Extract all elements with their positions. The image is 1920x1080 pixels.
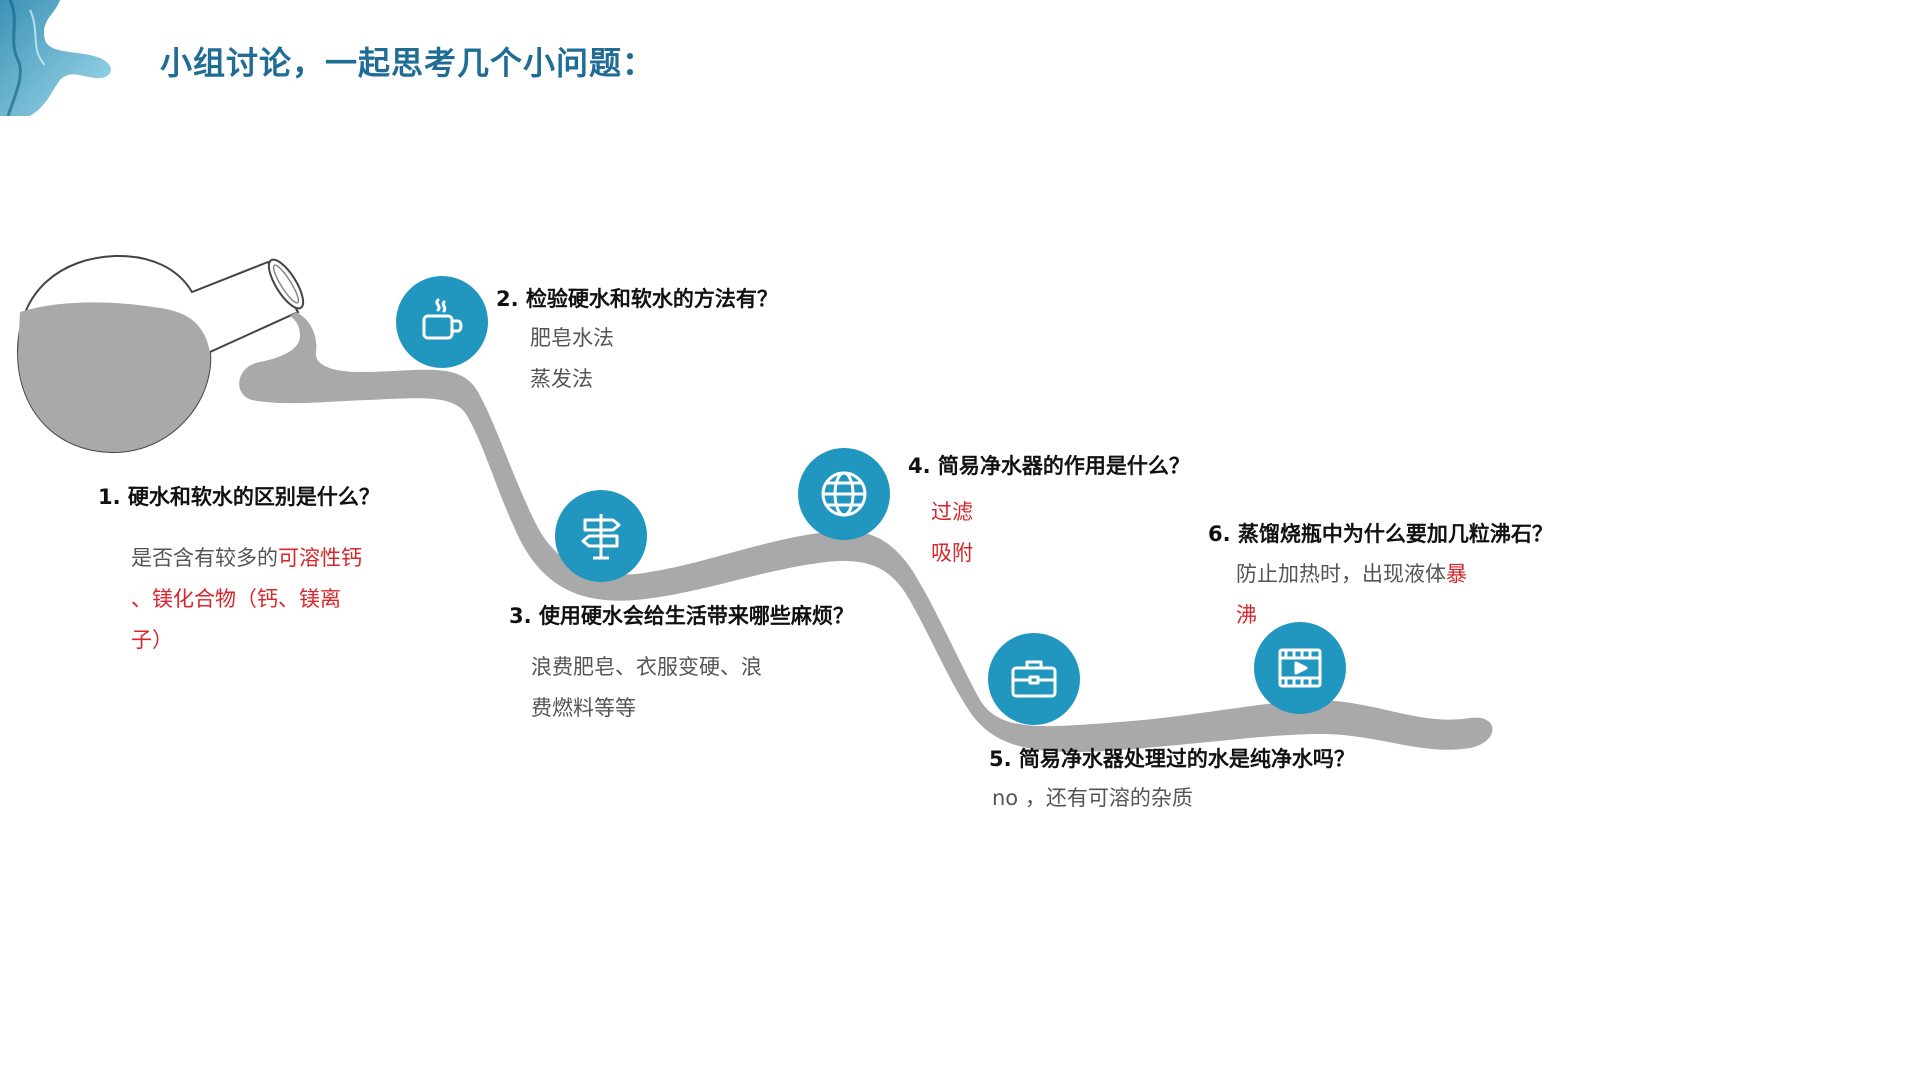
question-5-label: 5. 简易净水器处理过的水是纯净水吗？ — [989, 747, 1355, 771]
answer-highlight: 、镁化合物（钙、镁离 — [131, 587, 341, 611]
question-4-answer: 过滤 吸附 — [931, 492, 973, 574]
question-3-label: 3. 使用硬水会给生活带来哪些麻烦？ — [509, 604, 854, 628]
answer-highlight: 过滤 — [931, 500, 973, 524]
globe-icon — [821, 471, 867, 517]
answer-highlight: 可溶性钙 — [278, 546, 362, 570]
question-2-answer: 肥皂水法 蒸发法 — [530, 318, 614, 400]
question-3-answer: 浪费肥皂、衣服变硬、浪 费燃料等等 — [531, 647, 762, 729]
briefcase-icon — [1011, 660, 1057, 698]
briefcase-icon-badge — [988, 633, 1080, 725]
question-2-label: 2. 检验硬水和软水的方法有？ — [496, 287, 778, 311]
answer-text: 浪费肥皂、衣服变硬、浪 — [531, 655, 762, 679]
water-flow-illustration — [16, 254, 1493, 753]
answer-text: 费燃料等等 — [531, 696, 636, 720]
answer-text: no ，还有可溶的杂质 — [992, 786, 1193, 810]
watercolor-splash-decoration — [0, 0, 111, 116]
question-6-answer: 防止加热时，出现液体暴 沸 — [1236, 554, 1467, 636]
flask-icon — [16, 254, 305, 454]
video-icon — [1278, 648, 1322, 688]
signpost-icon — [581, 514, 621, 560]
question-6-label: 6. 蒸馏烧瓶中为什么要加几粒沸石？ — [1208, 522, 1553, 546]
question-5-answer: no ，还有可溶的杂质 — [992, 778, 1193, 819]
page-title: 小组讨论，一起思考几个小问题： — [160, 44, 656, 82]
video-icon-badge — [1254, 622, 1346, 714]
answer-text: 肥皂水法 — [530, 326, 614, 350]
coffee-cup-icon — [422, 298, 463, 340]
question-4-label: 4. 简易净水器的作用是什么？ — [908, 454, 1190, 478]
answer-line: 防止加热时，出现液体暴 — [1236, 554, 1467, 595]
coffee-cup-icon-badge — [396, 276, 488, 368]
answer-highlight: 吸附 — [931, 541, 973, 565]
answer-text: 是否含有较多的 — [131, 546, 278, 570]
answer-text: 蒸发法 — [530, 367, 593, 391]
signpost-icon-badge — [555, 490, 647, 582]
answer-highlight: 暴 — [1446, 562, 1467, 586]
question-1-label: 1. 硬水和软水的区别是什么？ — [98, 485, 380, 509]
answer-highlight: 沸 — [1236, 603, 1257, 627]
answer-text: 防止加热时，出现液体 — [1236, 562, 1446, 586]
answer-highlight: 子） — [131, 628, 173, 652]
globe-icon-badge — [798, 448, 890, 540]
question-1-answer: 是否含有较多的可溶性钙 、镁化合物（钙、镁离 子） — [131, 538, 362, 661]
answer-line: 是否含有较多的可溶性钙 — [131, 538, 362, 579]
